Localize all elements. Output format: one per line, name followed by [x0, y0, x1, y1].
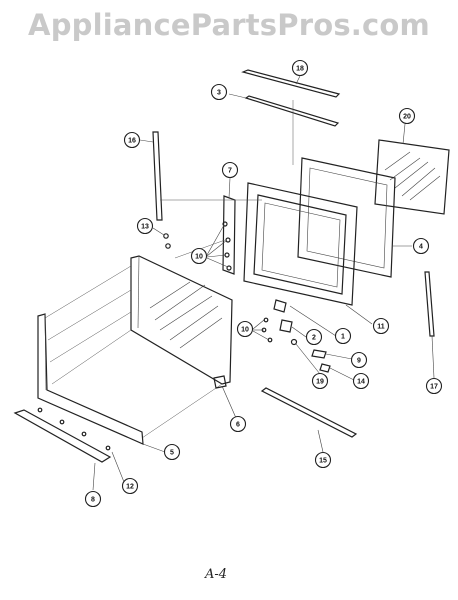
callout-17: 17	[425, 377, 443, 395]
callout-4: 4	[412, 237, 430, 255]
callout-12: 12	[121, 477, 139, 495]
page-label: A-4	[205, 567, 228, 582]
callout-16: 16	[123, 131, 141, 149]
hinge-hardware	[252, 299, 355, 381]
callout-label: 6	[236, 422, 240, 429]
part-12-screws	[37, 407, 125, 483]
callout-circle	[123, 131, 141, 149]
part-4-inner-frame	[297, 157, 412, 278]
part-10-screws-upper	[206, 221, 232, 271]
callout-label: 5	[170, 450, 174, 457]
callout-label: 7	[228, 168, 232, 175]
callout-13: 13	[136, 217, 154, 235]
part-18-top-strip	[241, 69, 341, 98]
callout-label: 12	[126, 484, 134, 491]
outer-door-panel	[130, 255, 233, 385]
callout-circle	[291, 59, 309, 77]
callout-3: 3	[210, 83, 228, 101]
callout-circle	[221, 161, 239, 179]
callout-circle	[190, 247, 208, 265]
callout-10: 10	[236, 320, 254, 338]
callout-circle	[425, 377, 443, 395]
callout-19: 19	[311, 372, 329, 390]
callout-label: 3	[217, 90, 221, 97]
callout-label: 19	[316, 379, 324, 386]
callout-6: 6	[229, 415, 247, 433]
callout-label: 9	[357, 358, 361, 365]
guide-lines	[44, 199, 262, 439]
callout-label: 13	[141, 224, 149, 231]
part-3-rod	[228, 93, 340, 127]
callout-1: 1	[334, 327, 352, 345]
part-20-glass-panel	[374, 123, 450, 215]
callout-label: 11	[377, 324, 385, 331]
callout-9: 9	[350, 351, 368, 369]
part-16-left-strip	[139, 131, 163, 221]
callout-circle	[121, 477, 139, 495]
callout-18: 18	[291, 59, 309, 77]
part-5-bottom-trim	[37, 313, 166, 453]
callout-circle	[210, 83, 228, 101]
callout-label: 8	[91, 497, 95, 504]
callout-2: 2	[305, 328, 323, 346]
callout-label: 4	[419, 244, 423, 251]
callout-8: 8	[84, 490, 102, 508]
callout-label: 18	[296, 66, 304, 73]
part-15-bottom-strip	[260, 387, 358, 453]
callout-circle	[311, 372, 329, 390]
callout-label: 2	[312, 335, 316, 342]
callout-label: 16	[128, 138, 136, 145]
callout-20: 20	[398, 107, 416, 125]
callout-circle	[84, 490, 102, 508]
callout-circle	[334, 327, 352, 345]
part-7-side-bracket	[222, 177, 236, 275]
part-11-door-frame	[243, 182, 373, 325]
callout-label: 1	[341, 334, 345, 341]
callout-circle	[398, 107, 416, 125]
callout-label: 14	[357, 379, 365, 386]
callout-14: 14	[352, 372, 370, 390]
callout-5: 5	[163, 443, 181, 461]
part-17-right-strip	[424, 271, 435, 379]
callout-label: 10	[241, 327, 249, 334]
callout-circle	[314, 451, 332, 469]
callout-label: 10	[195, 254, 203, 261]
callout-label: 17	[430, 384, 438, 391]
callout-circle	[236, 320, 254, 338]
callout-10: 10	[190, 247, 208, 265]
callout-circle	[305, 328, 323, 346]
callout-7: 7	[221, 161, 239, 179]
callout-circle	[372, 317, 390, 335]
callout-circle	[229, 415, 247, 433]
callout-11: 11	[372, 317, 390, 335]
callout-label: 15	[319, 458, 327, 465]
callout-circle	[412, 237, 430, 255]
callout-circle	[136, 217, 154, 235]
part-13-screws	[152, 227, 171, 249]
part-6-hinge	[213, 375, 237, 419]
part-8-kick-plate	[13, 409, 112, 491]
callout-15: 15	[314, 451, 332, 469]
callout-circle	[350, 351, 368, 369]
watermark: AppliancePartsPros.com	[28, 8, 430, 42]
callout-circle	[352, 372, 370, 390]
callout-label: 20	[403, 114, 411, 121]
callout-circle	[163, 443, 181, 461]
